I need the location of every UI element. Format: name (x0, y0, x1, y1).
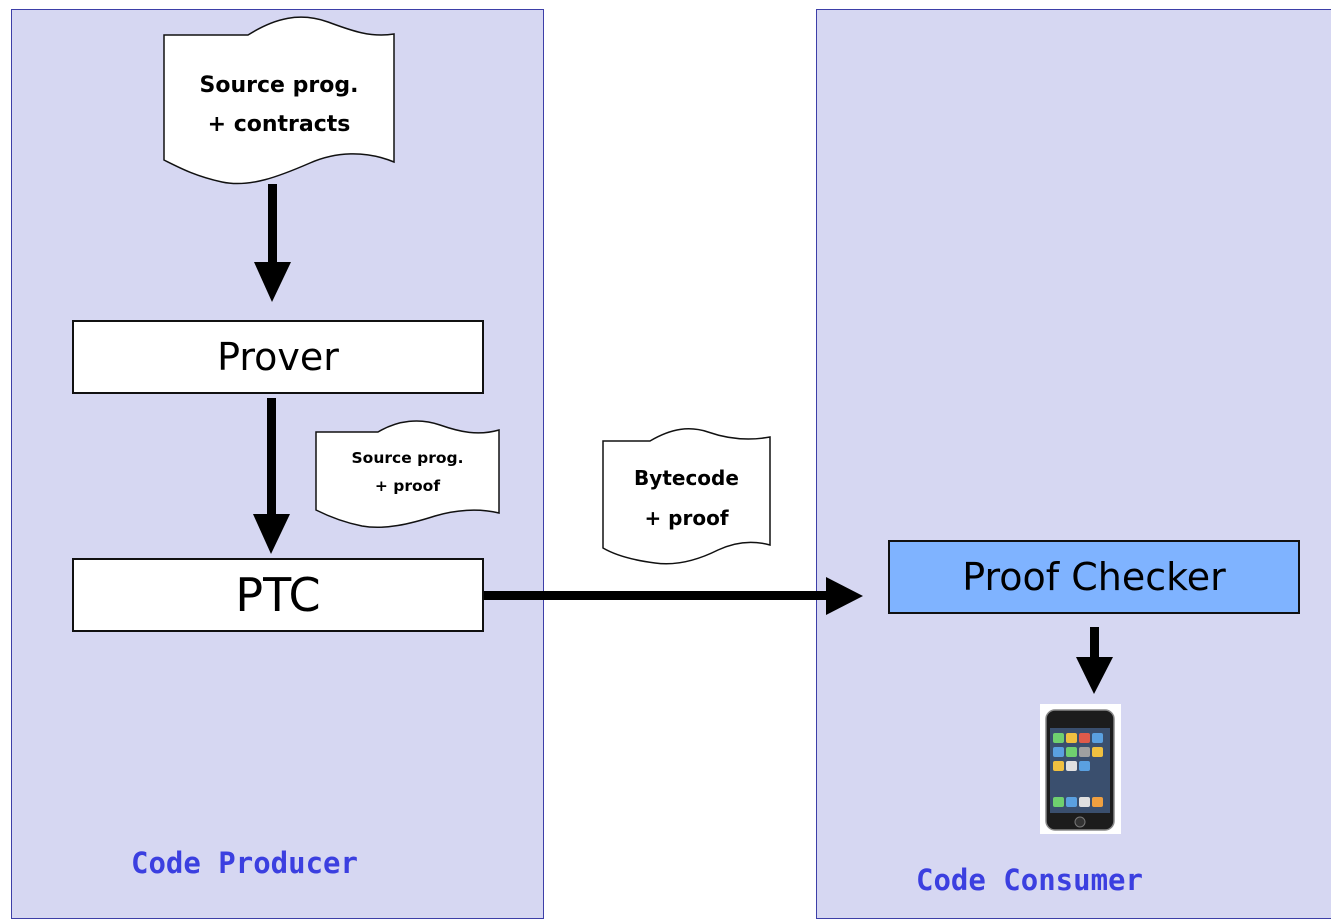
source-contracts-line2: + contracts (207, 112, 351, 137)
bytecode-proof-line1: Bytecode (634, 466, 739, 490)
source-proof-line2: + proof (374, 477, 441, 495)
source-contracts-text: Source prog. + contracts (164, 66, 394, 144)
source-proof-text: Source prog. + proof (316, 444, 499, 500)
ptc-box: PTC (72, 558, 484, 632)
bytecode-proof-text: Bytecode + proof (603, 458, 770, 538)
code-consumer-panel (816, 9, 1331, 919)
bytecode-proof-line2: + proof (644, 506, 729, 530)
code-producer-label: Code Producer (131, 846, 358, 880)
prover-box: Prover (72, 320, 484, 394)
proof-checker-box: Proof Checker (888, 540, 1300, 614)
source-contracts-line1: Source prog. (199, 73, 359, 98)
source-proof-line1: Source prog. (351, 449, 464, 467)
code-consumer-label: Code Consumer (916, 863, 1143, 897)
